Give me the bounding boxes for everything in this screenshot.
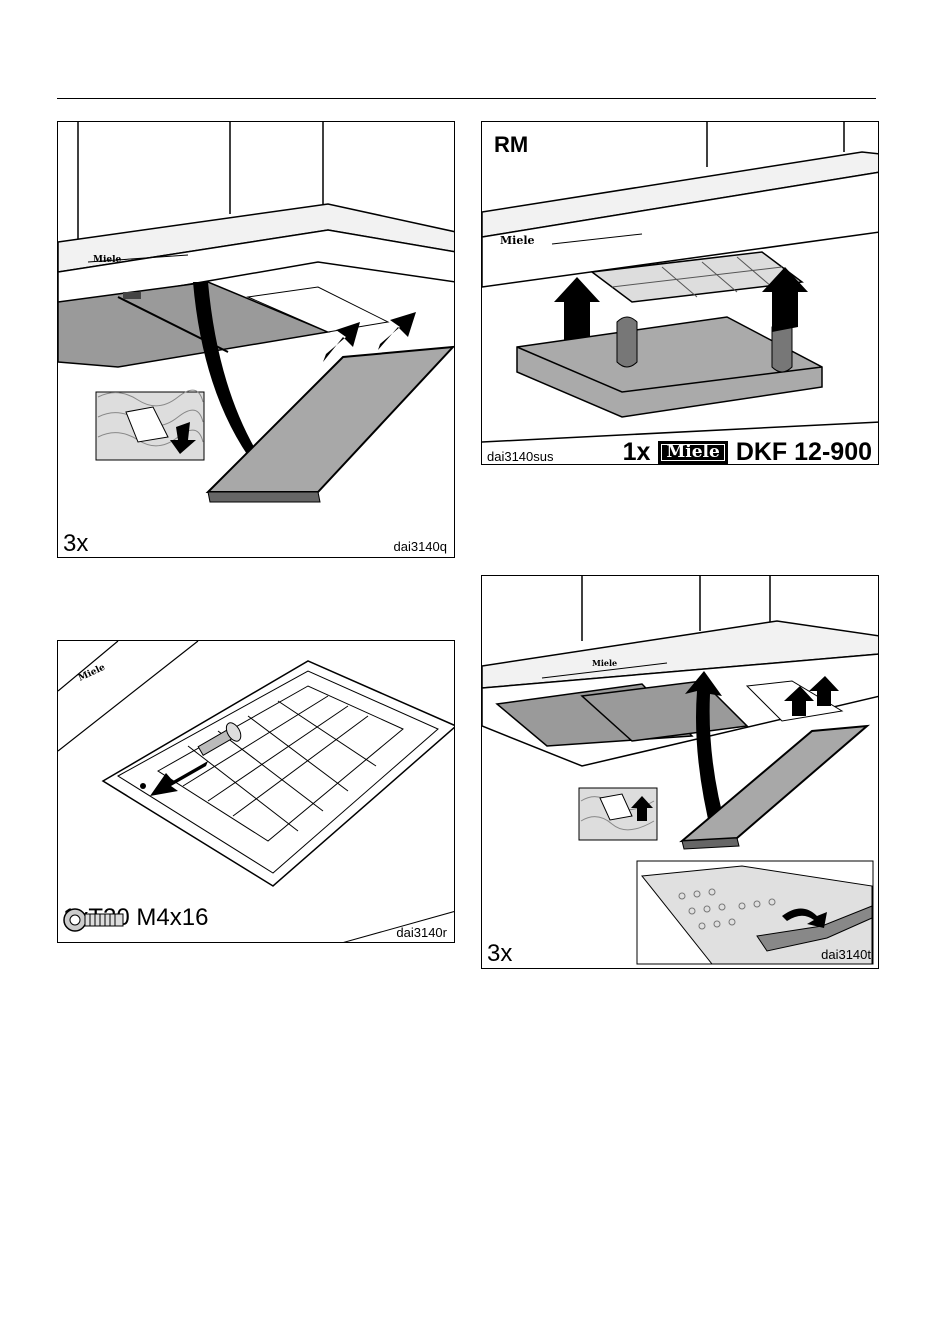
model-number: DKF 12-900 bbox=[736, 440, 872, 465]
hood-brand-text: Miele bbox=[93, 255, 122, 265]
illustration-panel-recirculation-filter: Miele RM dai3140sus 1x Miele DKF 12-900 bbox=[481, 121, 879, 465]
illustration-code: dai3140t bbox=[821, 948, 871, 961]
hood-brand-text: Miele bbox=[500, 234, 535, 247]
quantity-label: 3x bbox=[487, 942, 512, 966]
hood-filter-install-illustration: Miele bbox=[482, 576, 879, 969]
header-rule bbox=[57, 98, 876, 99]
illustration-panel-install-grease-filter: Miele 3x dai3140t bbox=[481, 575, 879, 969]
hood-brand-text: Miele bbox=[77, 663, 107, 684]
hood-underside-illustration: Miele bbox=[58, 122, 455, 558]
charcoal-filter-illustration: Miele bbox=[482, 122, 879, 465]
brand-logo: Miele bbox=[658, 441, 727, 464]
quantity-label: 3x bbox=[63, 532, 88, 556]
illustration-panel-remove-grease-filter: Miele 3x dai3140q bbox=[57, 121, 455, 558]
hood-brand-text: Miele bbox=[592, 658, 617, 668]
variant-heading: RM bbox=[494, 134, 528, 156]
filter-frame-illustration: Miele bbox=[58, 641, 455, 943]
screw-icon bbox=[63, 906, 125, 934]
illustration-code: dai3140sus bbox=[487, 450, 554, 463]
illustration-code: dai3140r bbox=[396, 926, 447, 939]
quantity-label: 1x bbox=[623, 440, 651, 465]
illustration-code: dai3140q bbox=[394, 540, 448, 553]
screw-spec-label: 1x T20 M4x16 bbox=[63, 906, 208, 930]
spare-part-label: 1x Miele DKF 12-900 bbox=[623, 440, 872, 465]
illustration-panel-remove-screw: Miele 1x T20 M4x16 dai3 bbox=[57, 640, 455, 943]
